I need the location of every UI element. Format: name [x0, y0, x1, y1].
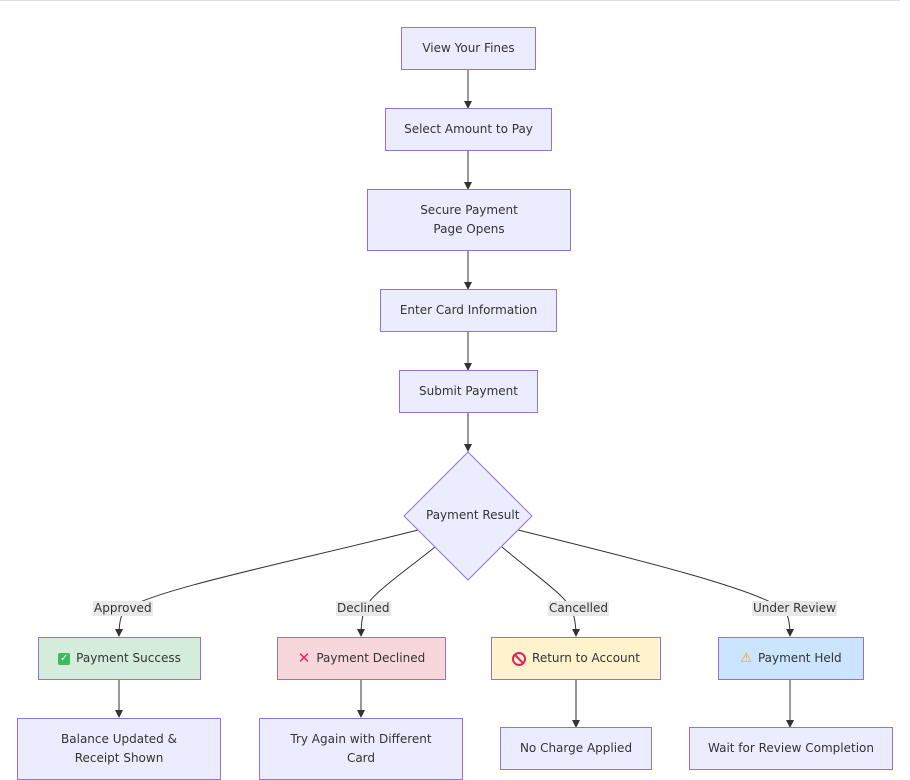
edge-result-to-cancelled	[501, 546, 580, 637]
node-label: Wait for Review Completion	[708, 741, 874, 755]
node-wait-review[interactable]: Wait for Review Completion	[689, 727, 893, 770]
node-balance-updated[interactable]: Balance Updated & Receipt Shown	[17, 718, 221, 780]
node-label: No Charge Applied	[519, 741, 633, 755]
node-label: Payment Success	[76, 651, 181, 665]
check-mark-icon: ✓	[58, 652, 71, 665]
node-label: Enter Card Information	[399, 303, 538, 317]
node-label: View Your Fines	[422, 41, 515, 55]
top-divider	[0, 0, 900, 1]
node-payment-declined[interactable]: ✕ Payment Declined	[277, 637, 446, 680]
edge-label-under-review: Under Review	[752, 601, 837, 616]
decision-label: Payment Result	[426, 508, 520, 522]
node-payment-held[interactable]: ⚠ Payment Held	[718, 637, 864, 680]
cross-mark-icon: ✕	[297, 649, 311, 667]
node-view-fines[interactable]: View Your Fines	[401, 27, 536, 70]
node-submit-payment[interactable]: Submit Payment	[399, 370, 538, 413]
node-payment-success[interactable]: ✓ Payment Success	[38, 637, 201, 680]
node-label: Try Again with Different Card	[290, 732, 432, 765]
node-label: Secure Payment Page Opens	[420, 203, 518, 236]
node-try-again[interactable]: Try Again with Different Card	[259, 718, 463, 780]
node-label: Payment Held	[757, 651, 842, 665]
node-select-amount[interactable]: Select Amount to Pay	[385, 108, 552, 151]
node-return-to-account[interactable]: Return to Account	[491, 637, 661, 680]
node-label: Payment Declined	[316, 651, 426, 665]
node-no-charge[interactable]: No Charge Applied	[500, 727, 652, 770]
node-label: Submit Payment	[419, 384, 518, 398]
node-label: Balance Updated & Receipt Shown	[61, 732, 177, 765]
edge-result-to-success	[115, 529, 419, 637]
edge-label-declined: Declined	[336, 601, 391, 616]
node-label: Return to Account	[532, 651, 640, 665]
node-enter-card[interactable]: Enter Card Information	[380, 289, 557, 332]
decision-diamond	[403, 451, 533, 581]
node-label: Select Amount to Pay	[404, 122, 533, 136]
no-entry-icon	[512, 651, 527, 666]
node-secure-payment-page[interactable]: Secure Payment Page Opens	[367, 189, 571, 251]
edge-label-cancelled: Cancelled	[548, 601, 609, 616]
warning-icon: ⚠	[740, 651, 752, 666]
edge-result-to-declined	[357, 546, 436, 637]
edge-label-approved: Approved	[93, 601, 153, 616]
edge-result-to-held	[517, 529, 794, 637]
